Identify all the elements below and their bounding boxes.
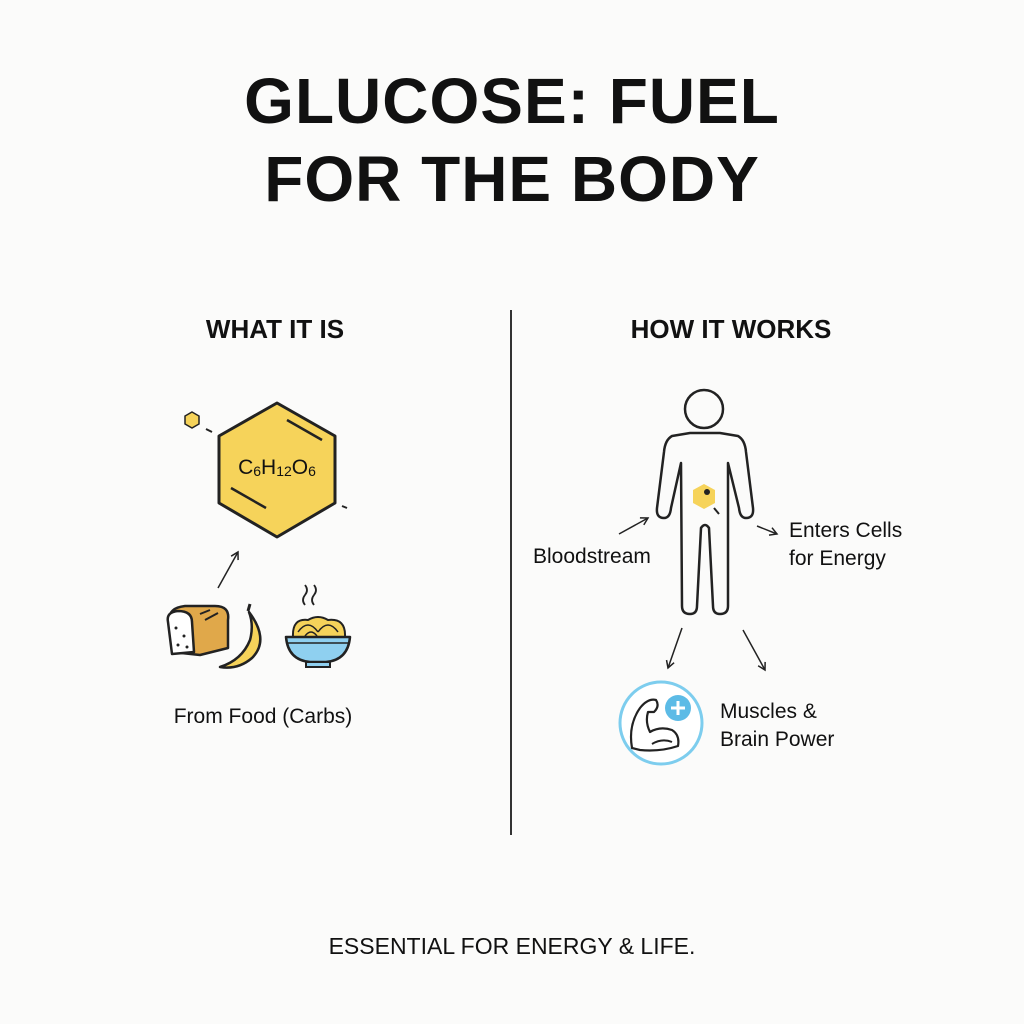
bread-icon [166, 604, 230, 657]
enters-cells-line-1: Enters Cells [789, 519, 903, 542]
banana-icon [218, 603, 262, 669]
arrow-down-right [742, 629, 766, 672]
formula-h-sub: 12 [276, 463, 292, 479]
section-heading-how-it-works: HOW IT WORKS [630, 314, 832, 344]
bloodstream-label: Bloodstream [533, 545, 651, 568]
formula-c: C [238, 456, 254, 479]
formula-c-sub: 6 [253, 463, 262, 479]
enters-cells-label: Enters Cells for Energy [789, 517, 902, 573]
hexagon-molecule-icon [184, 401, 348, 539]
footer-tagline: ESSENTIAL FOR ENERGY & LIFE. [328, 933, 696, 959]
noodle-bowl-icon [284, 584, 352, 668]
human-body-icon [655, 388, 755, 616]
title-line-1: GLUCOSE: FUEL [244, 65, 780, 137]
muscle-plus-icon [618, 680, 704, 766]
formula-h: H [261, 456, 277, 479]
arrow-bloodstream [618, 517, 650, 535]
glucose-formula: C6H12O6 [219, 456, 335, 480]
section-heading-what-it-is: WHAT IT IS [205, 314, 345, 344]
title-line-2: FOR THE BODY [264, 143, 760, 215]
page-title: GLUCOSE: FUEL FOR THE BODY [0, 62, 1024, 218]
muscles-brain-label: Muscles & Brain Power [720, 698, 834, 754]
arrow-enters-cells [756, 525, 779, 536]
muscles-line-1: Muscles & [720, 700, 817, 723]
muscles-line-2: Brain Power [720, 728, 835, 751]
enters-cells-line-2: for Energy [789, 547, 886, 570]
formula-o: O [291, 456, 309, 479]
from-food-caption: From Food (Carbs) [173, 705, 353, 728]
arrow-down-left [665, 627, 683, 670]
arrow-food-to-glucose [217, 550, 239, 589]
formula-o-sub: 6 [308, 463, 316, 479]
